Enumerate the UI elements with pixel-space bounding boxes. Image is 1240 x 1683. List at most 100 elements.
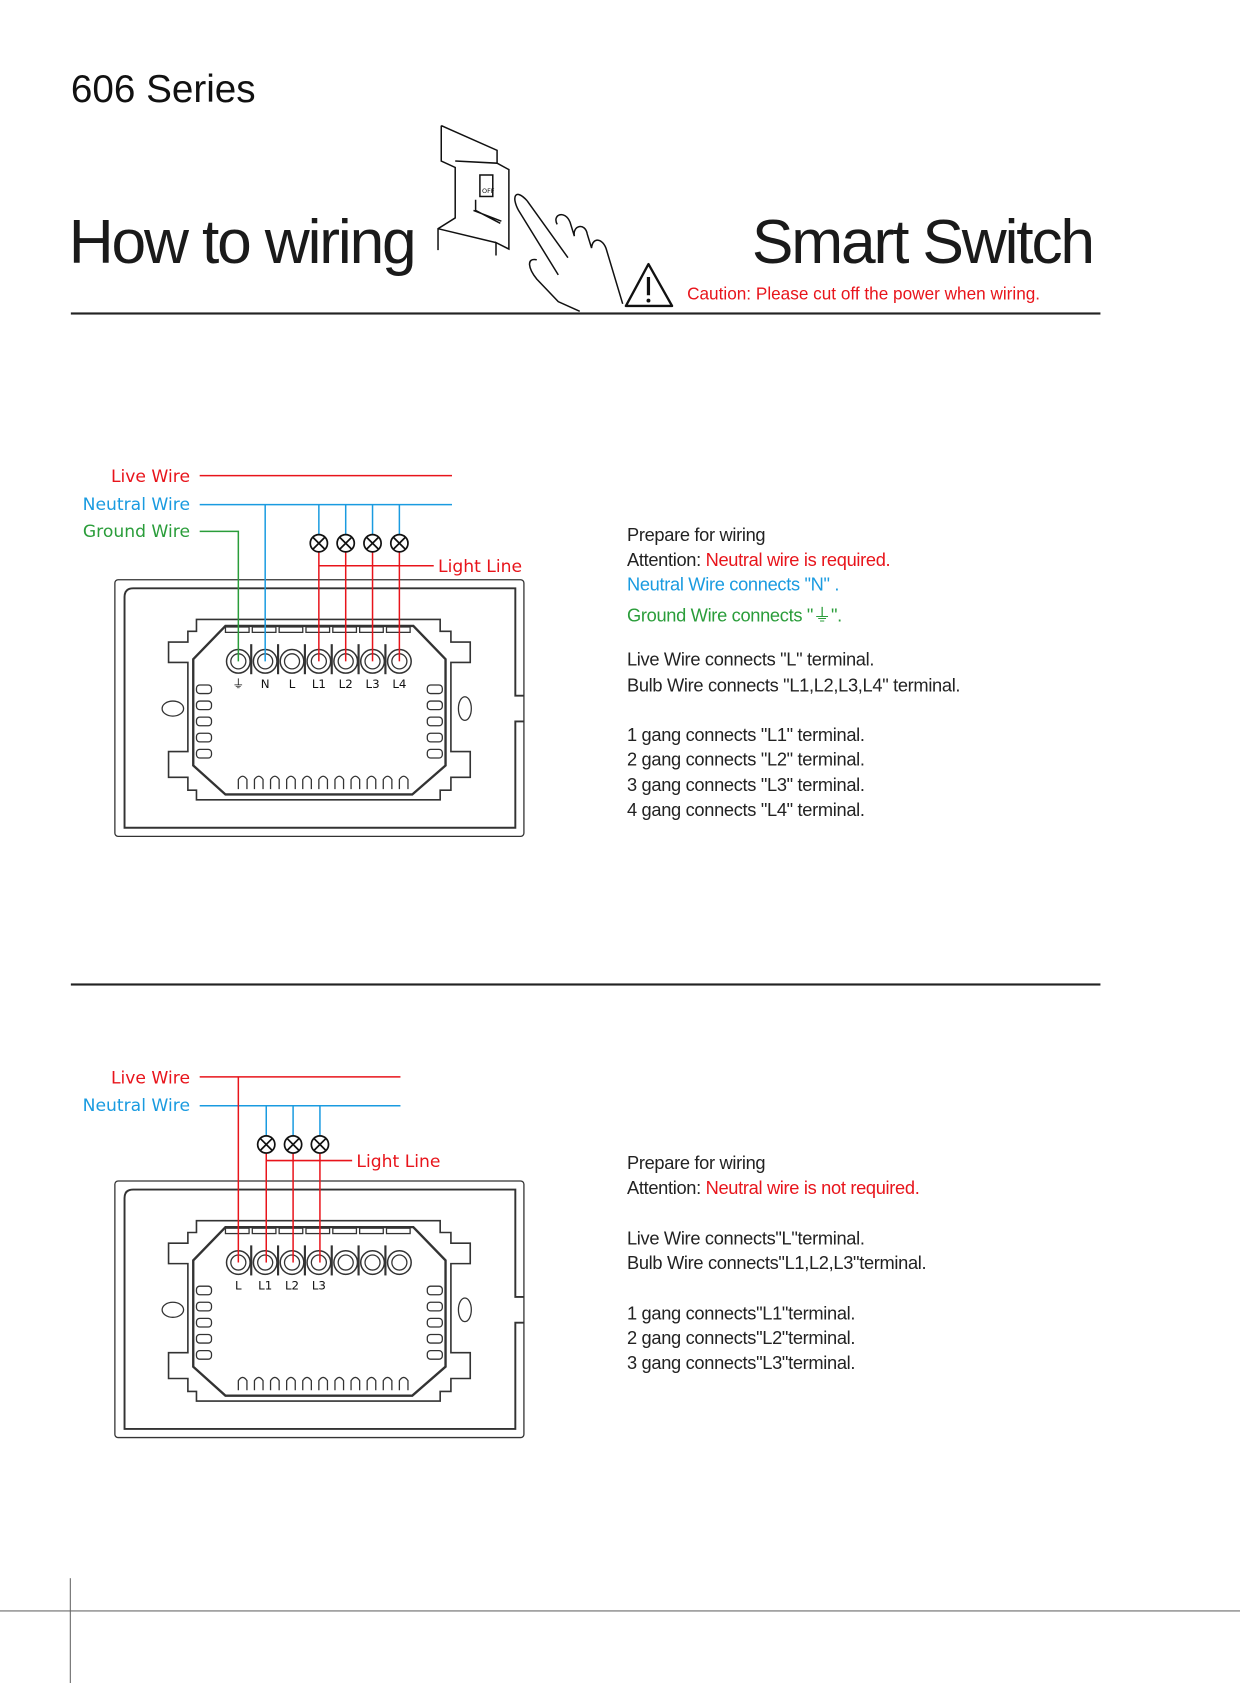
vent-slot bbox=[195, 1349, 213, 1360]
vent-slot bbox=[426, 1317, 443, 1328]
bulb-cross bbox=[313, 1137, 327, 1152]
off-label: OFF bbox=[482, 187, 495, 195]
vent-tab bbox=[398, 1376, 409, 1391]
neutral-wire-label: Neutral Wire bbox=[83, 1096, 190, 1116]
neutral-instruction: Neutral Wire connects "N" . bbox=[626, 574, 840, 595]
mount-hole bbox=[457, 1297, 472, 1323]
terminal-screw-slot bbox=[251, 1227, 277, 1235]
bulb-cross bbox=[312, 536, 326, 550]
attention-line: Attention: Neutral wire is required. bbox=[627, 549, 891, 571]
terminal bbox=[359, 1249, 386, 1276]
vent-slot bbox=[195, 1317, 213, 1328]
live-instruction: Live Wire connects"L"terminal. bbox=[626, 1228, 865, 1249]
hand-icon bbox=[514, 193, 624, 313]
bulb-icon bbox=[310, 1135, 330, 1154]
bulb-cross bbox=[365, 536, 380, 550]
vent-tab bbox=[253, 775, 264, 790]
prepare-text: Prepare for wiring bbox=[626, 524, 766, 546]
vent-tab bbox=[366, 775, 377, 790]
terminal bbox=[386, 1249, 412, 1276]
vent-tab bbox=[366, 1376, 377, 1391]
terminal-label: L1 bbox=[312, 677, 326, 691]
terminal-label: L2 bbox=[339, 677, 353, 691]
page-title: How to wiring bbox=[68, 207, 417, 277]
terminal-screw-slot bbox=[278, 626, 304, 633]
attention-note: Neutral wire is not required. bbox=[705, 1177, 920, 1199]
vent-tab bbox=[382, 775, 393, 790]
vent-tab bbox=[302, 775, 312, 790]
vent-slot bbox=[195, 684, 213, 695]
terminal-inner bbox=[337, 1254, 354, 1271]
terminal-screw-slot bbox=[359, 626, 384, 633]
breaker-lever bbox=[473, 199, 502, 224]
footer-line bbox=[0, 1610, 1240, 1612]
attention-line: Attention: Neutral wire is not required. bbox=[626, 1177, 920, 1199]
vent-tab bbox=[350, 1376, 361, 1391]
gang-instruction: 4 gang connects "L4" terminal. bbox=[626, 799, 865, 821]
vent-tab bbox=[398, 775, 409, 790]
mount-hole bbox=[457, 696, 472, 722]
vent-slot bbox=[195, 716, 213, 727]
vent-tab bbox=[286, 1376, 296, 1391]
series-title: 606 Series bbox=[70, 66, 256, 111]
vent-slot bbox=[195, 1333, 213, 1344]
breaker-hand-illustration: OFF bbox=[437, 124, 624, 313]
terminal-screw-slot bbox=[385, 626, 411, 633]
bulb-cross bbox=[259, 1137, 273, 1152]
ground-wire bbox=[199, 530, 240, 662]
terminal-label: L3 bbox=[312, 1278, 326, 1292]
gang-instruction: 3 gang connects "L3" terminal. bbox=[626, 775, 865, 796]
bulb-icon bbox=[283, 1135, 303, 1154]
vent-tab bbox=[350, 775, 361, 790]
terminal-screw-slot bbox=[359, 1227, 384, 1235]
terminal-screw-slot bbox=[332, 1227, 358, 1235]
vent-slot bbox=[426, 732, 443, 743]
caution-text: Caution: Please cut off the power when w… bbox=[687, 285, 1041, 304]
vent-slot bbox=[195, 1285, 213, 1296]
gang-instruction: 1 gang connects"L1"terminal. bbox=[626, 1303, 856, 1324]
vent-tab bbox=[237, 775, 248, 790]
warning-icon bbox=[624, 262, 674, 308]
terminal-screw-slot bbox=[332, 626, 358, 633]
bulb-cross bbox=[392, 536, 406, 550]
terminal bbox=[279, 648, 305, 674]
terminal-label: N bbox=[261, 677, 270, 691]
vent-slot bbox=[195, 1301, 213, 1312]
attention-note: Neutral wire is required. bbox=[705, 549, 891, 571]
attention-label: Attention: bbox=[626, 1177, 706, 1199]
footer-margin-line bbox=[69, 1578, 71, 1683]
terminal-label: L2 bbox=[285, 1278, 299, 1292]
vent-slot bbox=[195, 700, 213, 711]
terminal-inner bbox=[283, 653, 301, 670]
bulb-instruction: Bulb Wire connects"L1,L2,L3"terminal. bbox=[626, 1252, 927, 1274]
bulb-instruction: Bulb Wire connects "L1,L2,L3,L4" termina… bbox=[626, 675, 961, 696]
terminal bbox=[252, 1249, 278, 1276]
vent-slot bbox=[426, 748, 443, 759]
bulb-icon bbox=[309, 533, 329, 553]
gang-instruction: 3 gang connects"L3"terminal. bbox=[626, 1352, 856, 1374]
vent-slot bbox=[426, 716, 443, 727]
vent-tab bbox=[269, 1376, 280, 1391]
live-wire-label: Live Wire bbox=[111, 1068, 190, 1088]
vent-tab bbox=[237, 1376, 248, 1391]
prepare-text: Prepare for wiring bbox=[626, 1153, 766, 1174]
terminal-screw-slot bbox=[251, 626, 277, 633]
module-housing bbox=[167, 1219, 472, 1402]
terminal bbox=[333, 1249, 359, 1276]
breaker-toggle-icon bbox=[479, 174, 494, 198]
product-title: Smart Switch bbox=[751, 207, 1095, 277]
gang-instruction: 1 gang connects "L1" terminal. bbox=[626, 724, 865, 746]
neutral-wire-label: Neutral Wire bbox=[83, 495, 190, 515]
vent-slot bbox=[426, 1301, 443, 1312]
terminal-inner bbox=[257, 1254, 274, 1271]
module-octagon bbox=[192, 1225, 447, 1397]
terminal-label: L bbox=[289, 677, 296, 691]
gang-instruction: 2 gang connects "L2" terminal. bbox=[626, 749, 865, 770]
vent-slot bbox=[426, 1333, 443, 1344]
vent-tab bbox=[382, 1376, 393, 1391]
bulb-icon bbox=[336, 533, 356, 553]
header-divider bbox=[70, 312, 1101, 315]
